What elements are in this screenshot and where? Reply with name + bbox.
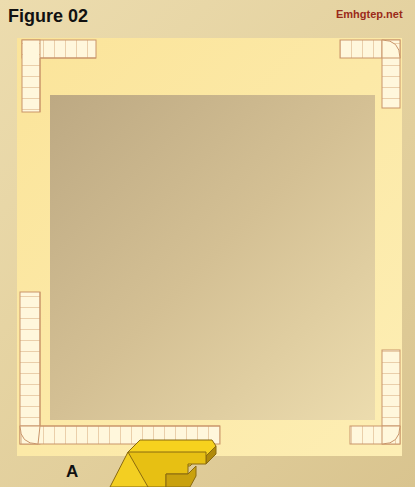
board-center	[50, 95, 375, 420]
corner-piece	[340, 40, 400, 108]
watermark: Emhgtep.net	[334, 8, 405, 20]
corner-piece	[22, 40, 96, 112]
corner-piece	[350, 350, 400, 444]
puzzle-piece	[110, 440, 216, 487]
corner-piece	[20, 292, 220, 444]
board-band	[17, 38, 402, 456]
figure-title: Figure 02	[8, 6, 88, 27]
piece-letter: A	[66, 462, 78, 482]
